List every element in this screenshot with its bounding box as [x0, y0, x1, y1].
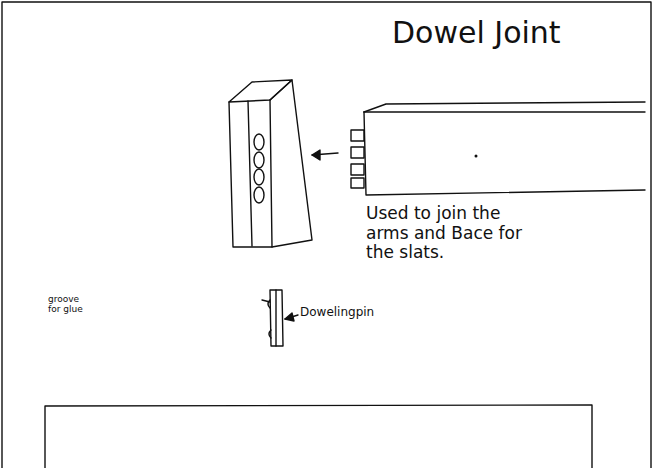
empty-box	[45, 405, 592, 468]
annotation-label: groove for glue	[48, 294, 92, 315]
post	[229, 80, 312, 247]
arrow-head	[312, 150, 320, 160]
dowel-pin	[262, 290, 283, 346]
title: Dowel Joint	[392, 16, 561, 51]
annotation-label: Used to join the arms and Bace for the s…	[366, 204, 546, 263]
arrow-head	[285, 313, 294, 321]
rail	[351, 102, 645, 195]
annotation-label: Dowelingpin	[300, 306, 420, 320]
